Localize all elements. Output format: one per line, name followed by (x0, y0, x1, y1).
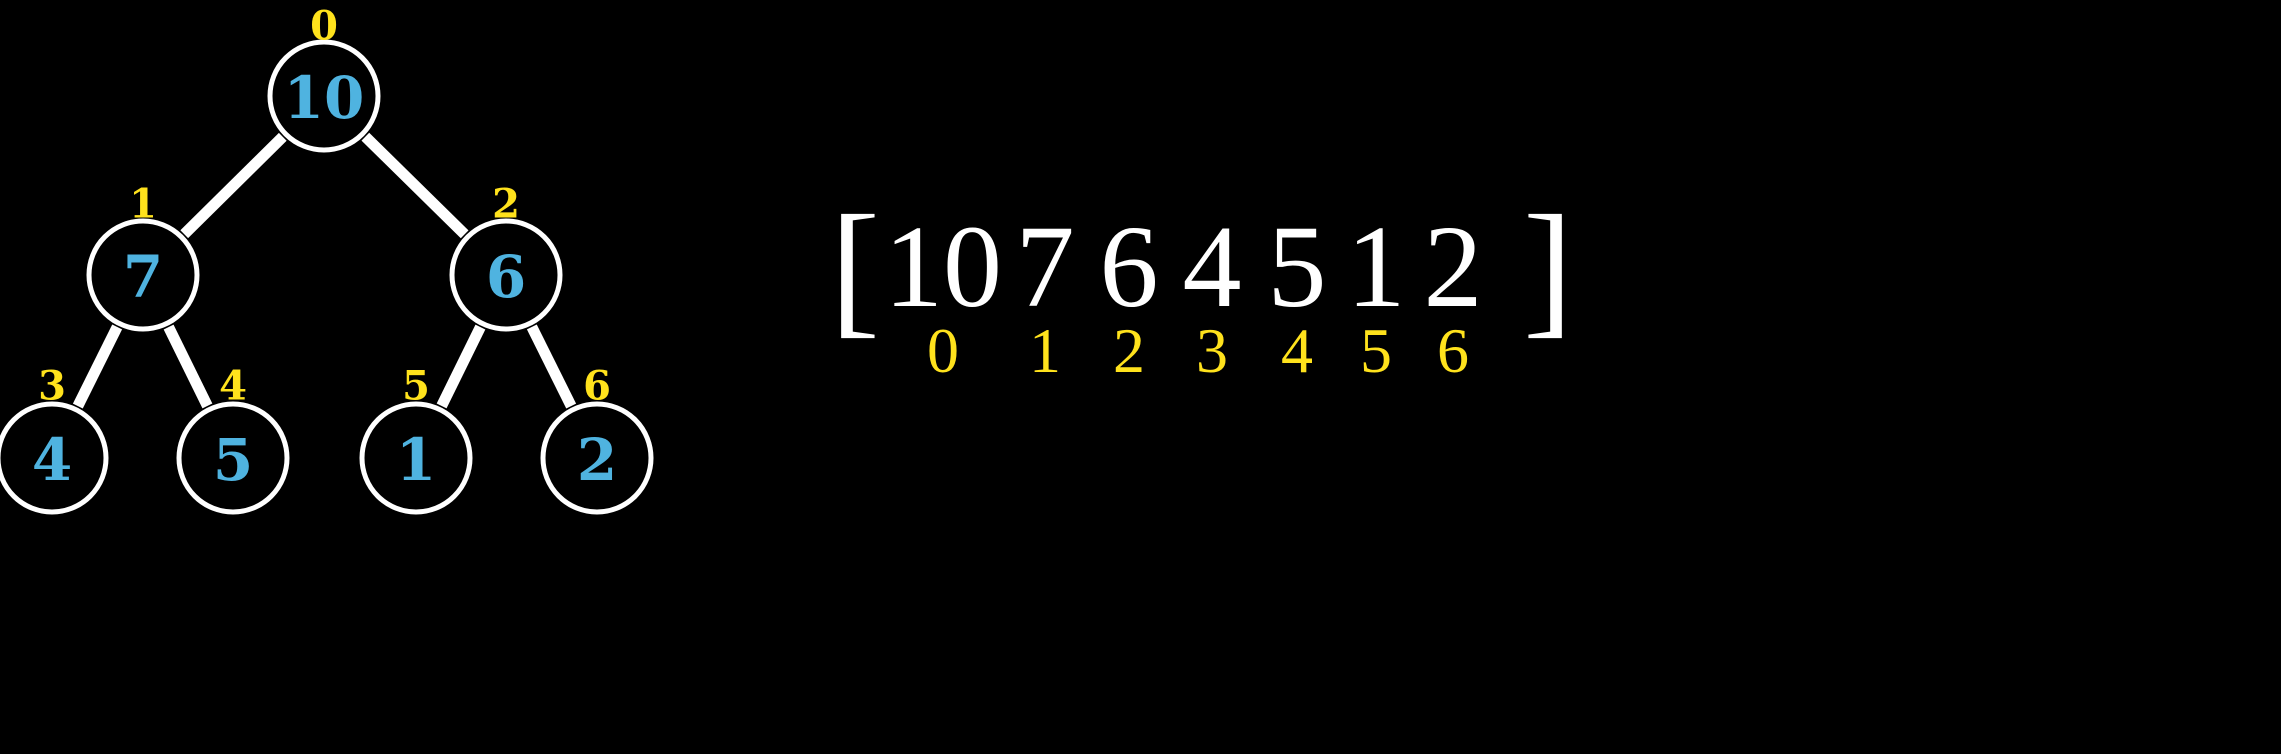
array-value: 1 (1347, 201, 1406, 332)
tree-node-5: 1 5 (359, 363, 473, 515)
array-value: 2 (1424, 201, 1483, 332)
tree-node-6: 2 6 (540, 363, 654, 515)
array-value: 6 (1100, 201, 1159, 332)
array-index-label: 4 (1281, 315, 1313, 386)
tree-edge-1-3 (72, 324, 123, 409)
node-index-label: 3 (38, 363, 66, 410)
node-index-label: 0 (310, 3, 338, 50)
array-index-label: 5 (1360, 315, 1392, 386)
node-circle (0, 401, 109, 515)
node-value: 1 (396, 426, 436, 494)
array-representation: [ ] 10 7 6 4 5 1 2 0 1 2 3 4 5 6 (830, 185, 1573, 386)
array-value: 10 (884, 201, 1002, 332)
tree-edges (72, 132, 577, 409)
array-open-bracket: [ (830, 185, 880, 351)
node-index-label: 2 (492, 181, 520, 228)
tree-edge-2-6 (526, 324, 577, 409)
node-circle (267, 39, 381, 153)
array-value: 4 (1183, 201, 1242, 332)
tree-node-4: 5 4 (176, 363, 290, 515)
array-index-label: 2 (1113, 315, 1145, 386)
node-index-label: 1 (129, 181, 157, 228)
node-index-label: 6 (583, 363, 611, 410)
node-circle (359, 401, 473, 515)
node-index-label: 5 (402, 363, 430, 410)
node-value: 4 (32, 426, 72, 494)
node-circle (176, 401, 290, 515)
tree-node-2: 6 2 (449, 181, 563, 332)
array-index-label: 6 (1437, 315, 1469, 386)
node-circle (86, 218, 200, 332)
tree-node-3: 4 3 (0, 363, 109, 515)
node-value: 2 (577, 426, 617, 494)
array-close-bracket: ] (1523, 185, 1573, 351)
node-value: 10 (284, 64, 365, 132)
tree-edge-2-5 (436, 324, 486, 409)
node-value: 6 (486, 243, 526, 311)
tree-node-0: 10 0 (267, 3, 381, 153)
tree-edge-1-4 (163, 324, 213, 409)
tree-edge-0-1 (180, 132, 287, 239)
array-index-label: 3 (1196, 315, 1228, 386)
array-index-label: 1 (1029, 315, 1061, 386)
node-index-label: 4 (219, 363, 247, 410)
array-index-label: 0 (927, 315, 959, 386)
array-value: 7 (1016, 201, 1075, 332)
tree-nodes: 10 0 7 1 6 2 4 3 5 4 1 5 2 (0, 3, 654, 515)
array-value: 5 (1268, 201, 1327, 332)
node-value: 5 (213, 426, 253, 494)
node-circle (540, 401, 654, 515)
node-circle (449, 218, 563, 332)
tree-node-1: 7 1 (86, 181, 200, 332)
node-value: 7 (123, 243, 163, 311)
tree-edge-0-2 (361, 132, 469, 239)
